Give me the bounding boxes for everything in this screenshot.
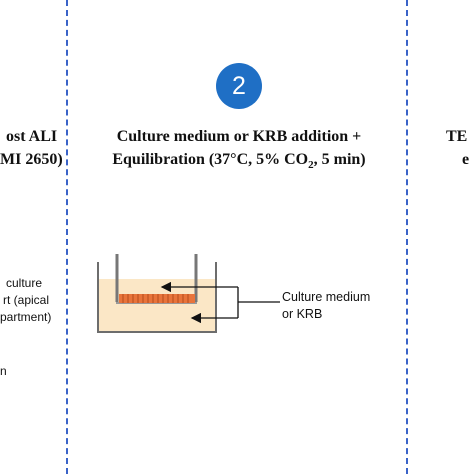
right-panel-title: TE e [446, 125, 469, 171]
left-note-line2: rt (apical [3, 293, 50, 307]
step-number: 2 [232, 72, 246, 100]
left-title-line2: MI 2650) [0, 151, 63, 168]
outer-well-wall [97, 262, 217, 333]
cell-dividers [122, 294, 189, 303]
column-divider-right [406, 0, 408, 474]
step-number-badge: 2 [216, 63, 262, 109]
step-title: Culture medium or KRB addition + Equilib… [86, 125, 392, 177]
step-title-line1: Culture medium or KRB addition + [116, 128, 362, 145]
right-title-line1: TE [446, 128, 468, 145]
medium-label-line2: or KRB [282, 307, 323, 321]
column-divider-left [66, 0, 68, 474]
medium-label-line1: Culture medium [282, 290, 371, 304]
medium-label: Culture medium or KRB [282, 289, 370, 323]
left-panel-note: culture rt (apical partment) [0, 275, 51, 326]
left-note-line1: culture [6, 276, 43, 290]
left-note-line4: n [0, 364, 7, 378]
left-panel-title: ost ALI MI 2650) [0, 125, 63, 171]
right-title-line2: e [462, 151, 470, 168]
step-title-line2: Equilibration (37°C, 5% CO2, 5 min) [112, 151, 366, 172]
cell-layer [119, 294, 195, 303]
left-note-line3: partment) [0, 310, 52, 324]
left-title-line1: ost ALI [6, 128, 58, 145]
label-bracket [236, 286, 239, 319]
